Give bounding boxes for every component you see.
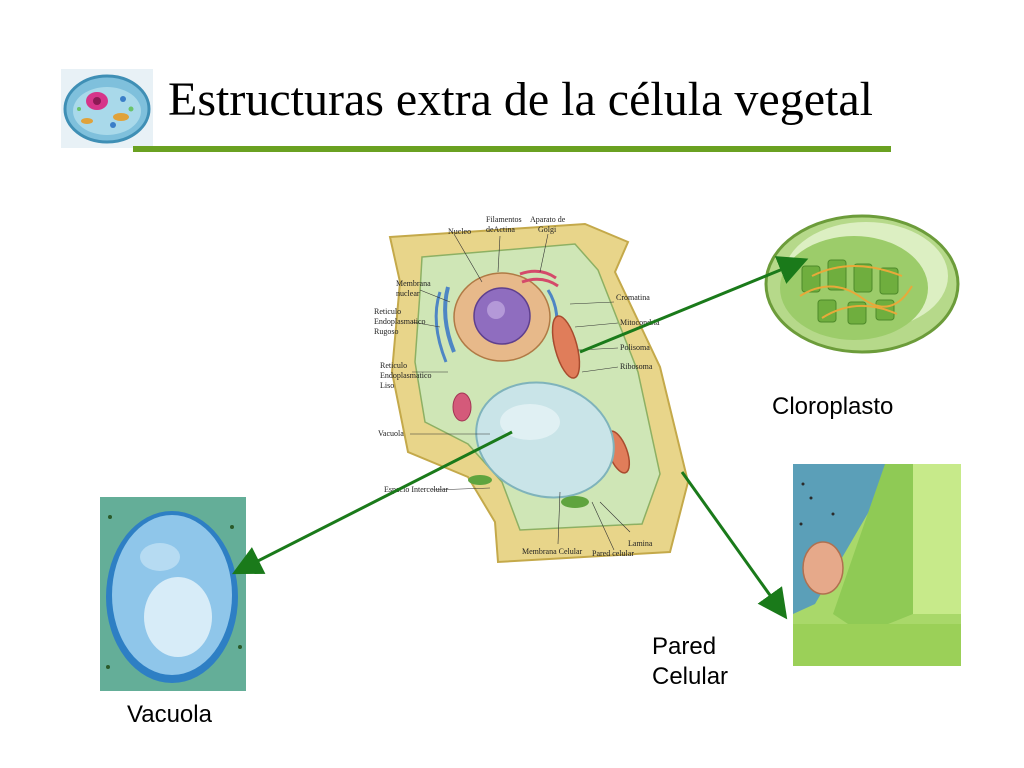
animal-cell-icon — [61, 69, 153, 148]
label-golgi: Golgi — [538, 225, 557, 234]
caption-cloroplasto: Cloroplasto — [772, 393, 894, 420]
label-reticulo-liso-1: Reticulo — [380, 361, 407, 370]
label-reticulo-rugoso-1: Reticulo — [374, 307, 401, 316]
label-reticulo-liso-3: Liso — [380, 381, 394, 390]
chloroplast-image — [764, 214, 960, 354]
plant-cell-diagram: Filamentos deActina Aparato de Golgi Nuc… — [374, 215, 690, 564]
page-title: Estructuras extra de la célula vegetal — [168, 73, 873, 126]
label-espacio-intercelular: Espacio Intercelular — [384, 485, 449, 494]
label-nuclear: nuclear — [396, 289, 420, 298]
vacuole-image — [100, 497, 246, 691]
label-vacuola: Vacuola — [378, 429, 404, 438]
label-pared-celular: Pared celular — [592, 549, 634, 558]
label-membrana: Membrana — [396, 279, 431, 288]
label-reticulo-rugoso-2: Endoplasmatico — [374, 317, 426, 326]
label-cromatina: Cromatina — [616, 293, 650, 302]
label-de-actina: deActina — [486, 225, 515, 234]
label-mitocondria: Mitocondria — [620, 318, 660, 327]
cell-wall-image — [793, 464, 961, 666]
caption-pared-celular: Pared Celular — [652, 632, 762, 692]
title-underline — [133, 146, 891, 152]
label-reticulo-liso-2: Endoplasmatico — [380, 371, 432, 380]
label-lamina: Lamina — [628, 539, 653, 548]
label-reticulo-rugoso-3: Rugoso — [374, 327, 398, 336]
label-polisoma: Polisoma — [620, 343, 650, 352]
label-nucleo: Nucleo — [448, 227, 471, 236]
caption-pared-line2: Celular — [652, 663, 729, 690]
label-filamentos: Filamentos — [486, 215, 522, 224]
label-aparato-de: Aparato de — [530, 215, 566, 224]
label-membrana-celular: Membrana Celular — [522, 547, 583, 556]
caption-pared-line1: Pared — [652, 633, 717, 660]
caption-vacuola: Vacuola — [127, 701, 212, 728]
label-ribosoma: Ribosoma — [620, 362, 653, 371]
